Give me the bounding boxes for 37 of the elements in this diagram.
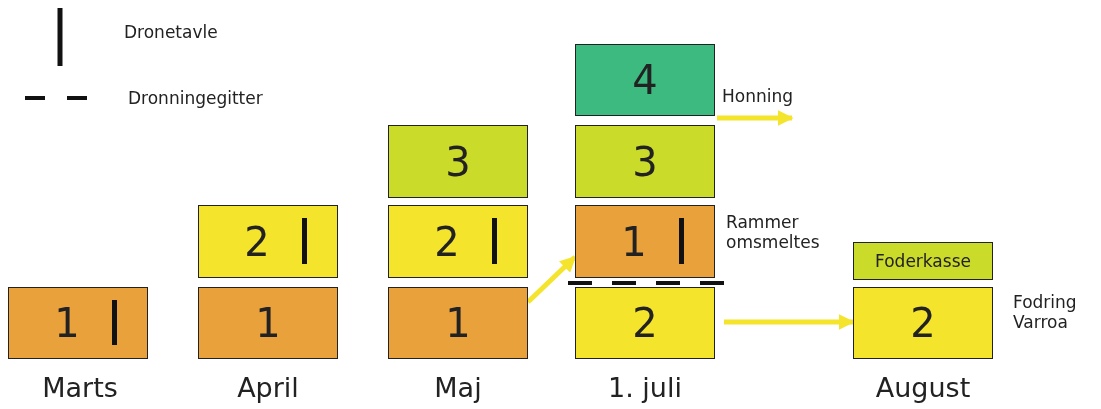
box-number: 3 (445, 141, 471, 182)
box-number: 1 (54, 303, 80, 343)
hive-box (198, 287, 338, 359)
hive-box (575, 205, 715, 278)
arrow (717, 110, 794, 126)
box-number: 2 (434, 221, 460, 262)
box-number: 1 (255, 303, 281, 343)
box-number: 2 (632, 303, 658, 343)
edge-label: Honning (722, 86, 794, 107)
hive-box (388, 125, 528, 198)
box-number: 1 (445, 303, 471, 343)
box-note: Rammer omsmeltes (726, 212, 821, 253)
hive-box (198, 205, 338, 278)
month-label: April (236, 372, 300, 403)
hive-box (853, 287, 993, 359)
month-label: August (874, 372, 972, 403)
hive-box (575, 125, 715, 198)
month-label: Marts (41, 372, 119, 403)
box-number: 2 (910, 303, 936, 343)
box-label: Foderkasse (875, 251, 971, 271)
feeder-box (853, 242, 993, 280)
box-number: 1 (621, 221, 647, 262)
hive-box (388, 287, 528, 359)
hive-box (575, 287, 715, 359)
text-label: Fodring Varroa (1013, 292, 1078, 333)
box-number: 2 (244, 221, 270, 262)
month-label: 1. juli (607, 372, 683, 403)
legend-label: Dronetavle (124, 22, 218, 43)
arrow (526, 255, 577, 304)
box-number: 3 (632, 141, 658, 182)
hive-box (8, 287, 148, 359)
hive-box (388, 205, 528, 278)
hive-box (575, 44, 715, 116)
box-number: 4 (632, 60, 658, 100)
arrow (724, 314, 855, 330)
month-label: Maj (433, 372, 483, 403)
legend-label: Dronningegitter (128, 88, 263, 109)
